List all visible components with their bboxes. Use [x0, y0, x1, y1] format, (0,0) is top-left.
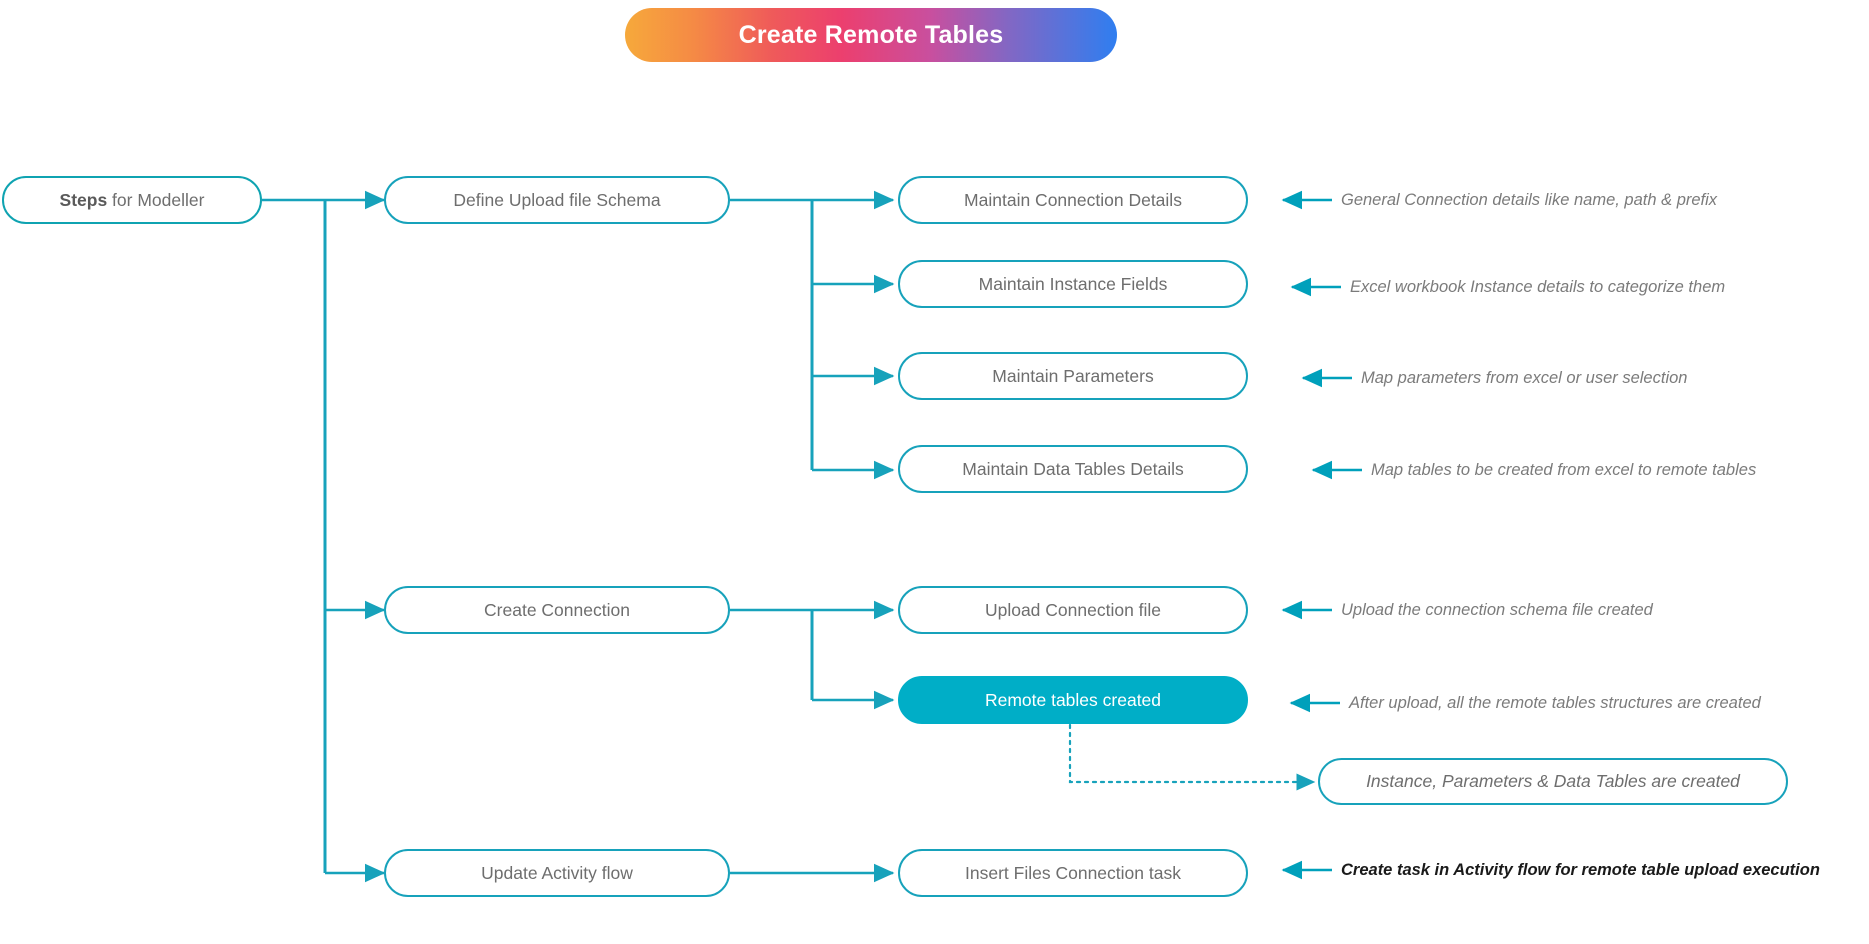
annotation-maintain-data-tables-details: Map tables to be created from excel to r…: [1371, 462, 1756, 479]
annotation-text: Excel workbook Instance details to categ…: [1350, 278, 1726, 296]
annotation-text: Map tables to be created from excel to r…: [1371, 461, 1757, 479]
annotation-text: General Connection details like name, pa…: [1341, 191, 1718, 209]
annotation-insert-files-connection-task: Create task in Activity flow for remote …: [1341, 862, 1820, 879]
node-maintain-connection-details[interactable]: Maintain Connection Details: [898, 176, 1248, 224]
node-label: Maintain Connection Details: [964, 189, 1182, 210]
page-title: Create Remote Tables: [738, 20, 1004, 49]
node-upload-connection-file[interactable]: Upload Connection file: [898, 586, 1248, 634]
node-remote-tables-created[interactable]: Remote tables created: [898, 676, 1248, 724]
node-label: Steps for Modeller: [60, 190, 205, 211]
node-label: Update Activity flow: [481, 862, 633, 883]
node-label: Remote tables created: [984, 689, 1162, 710]
annotation-text: Upload the connection schema file create…: [1341, 601, 1653, 619]
node-label: Maintain Data Tables Details: [962, 458, 1184, 479]
node-label: Instance, Parameters & Data Tables are c…: [1366, 771, 1740, 791]
node-label: Create Connection: [484, 599, 630, 620]
page-banner: Create Remote Tables: [625, 8, 1117, 62]
node-root-steps-for-modeller[interactable]: Steps for Modeller: [2, 176, 262, 224]
annotation-text: After upload, all the remote tables stru…: [1349, 694, 1761, 712]
node-create-connection[interactable]: Create Connection: [384, 586, 730, 634]
annotation-text: Map parameters from excel or user select…: [1361, 369, 1688, 387]
node-label: Maintain Instance Fields: [978, 273, 1168, 294]
node-update-activity-flow[interactable]: Update Activity flow: [384, 849, 730, 897]
node-label: Maintain Parameters: [992, 365, 1154, 386]
annotation-maintain-instance-fields: Excel workbook Instance details to categ…: [1350, 279, 1725, 296]
node-maintain-parameters[interactable]: Maintain Parameters: [898, 352, 1248, 400]
node-define-upload-file-schema[interactable]: Define Upload file Schema: [384, 176, 730, 224]
node-label: Define Upload file Schema: [453, 189, 661, 210]
annotation-maintain-connection-details: General Connection details like name, pa…: [1341, 192, 1717, 209]
node-label-rest: for Modeller: [107, 189, 205, 210]
node-maintain-instance-fields[interactable]: Maintain Instance Fields: [898, 260, 1248, 308]
annotation-maintain-parameters: Map parameters from excel or user select…: [1361, 370, 1687, 387]
node-insert-files-connection-task[interactable]: Insert Files Connection task: [898, 849, 1248, 897]
annotation-text: Create task in Activity flow for remote …: [1341, 861, 1820, 879]
node-label-strong: Steps: [59, 189, 108, 210]
node-outcome-instance-parameters-data-tables[interactable]: Instance, Parameters & Data Tables are c…: [1318, 758, 1788, 805]
annotation-remote-tables-created: After upload, all the remote tables stru…: [1349, 695, 1761, 712]
node-maintain-data-tables-details[interactable]: Maintain Data Tables Details: [898, 445, 1248, 493]
node-label: Upload Connection file: [984, 599, 1162, 620]
annotation-upload-connection-file: Upload the connection schema file create…: [1341, 602, 1653, 619]
node-label: Insert Files Connection task: [965, 862, 1181, 883]
